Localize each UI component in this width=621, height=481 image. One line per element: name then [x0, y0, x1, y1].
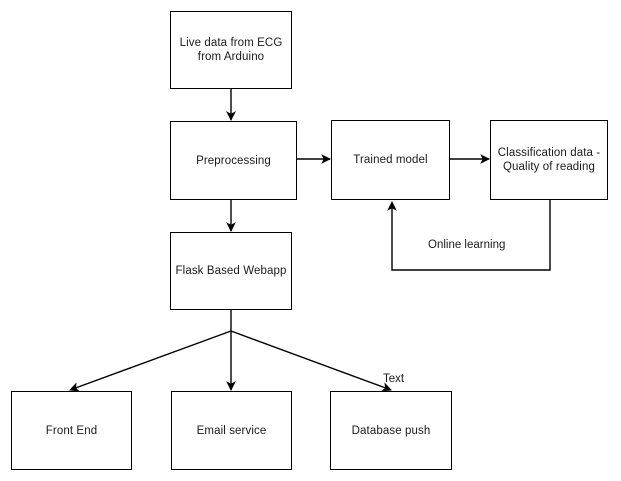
node-classification-data-label: Classification data - Quality of reading — [497, 147, 601, 173]
node-front-end[interactable]: Front End — [11, 391, 132, 470]
node-trained-model-label: Trained model — [353, 154, 428, 166]
node-database-push-label: Database push — [351, 424, 431, 437]
node-live-data[interactable]: Live data from ECG from Arduino — [170, 11, 292, 89]
node-preprocessing[interactable]: Preprocessing — [170, 121, 297, 200]
node-front-end-label: Front End — [45, 424, 98, 437]
edge-online-learning-feedback — [387, 200, 551, 271]
edge-junction-to-front-end — [69, 330, 232, 392]
node-live-data-label: Live data from ECG from Arduino — [179, 37, 283, 63]
edge-label-text: Text — [383, 373, 405, 385]
node-classification-data[interactable]: Classification data - Quality of reading — [490, 120, 608, 200]
node-database-push[interactable]: Database push — [330, 391, 452, 470]
node-trained-model[interactable]: Trained model — [331, 120, 450, 200]
node-email-service-label: Email service — [196, 424, 267, 437]
edge-label-online-learning: Online learning — [428, 239, 506, 251]
node-email-service[interactable]: Email service — [171, 391, 292, 470]
edge-junction-to-database-push — [230, 330, 392, 392]
node-preprocessing-label: Preprocessing — [196, 154, 271, 167]
node-flask-webapp[interactable]: Flask Based Webapp — [170, 232, 292, 310]
node-flask-webapp-label: Flask Based Webapp — [175, 265, 287, 277]
